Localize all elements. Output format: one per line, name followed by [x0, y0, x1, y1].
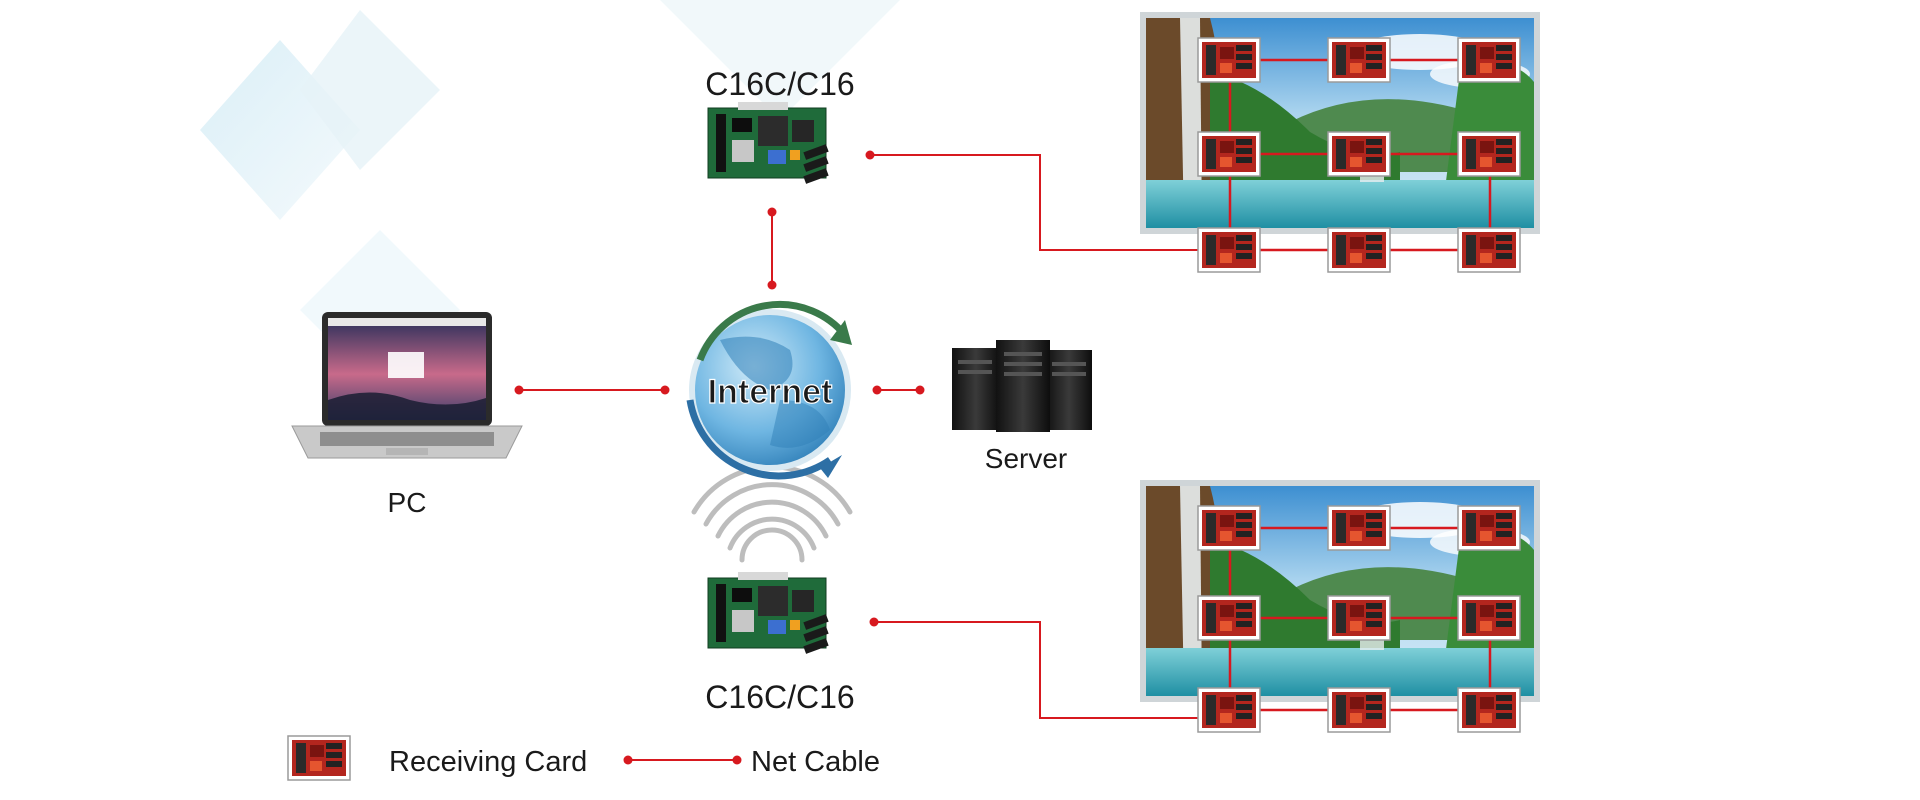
wifi-signal-icon	[691, 464, 853, 563]
legend-receiving-card-icon	[287, 735, 351, 781]
receiving-card	[1457, 37, 1521, 83]
bg-decor	[300, 10, 440, 170]
legend-receiving-card-label: Receiving Card	[389, 746, 587, 778]
internet-label: Internet	[708, 373, 833, 411]
receiving-card	[1457, 131, 1521, 177]
controller-bottom-label: C16C/C16	[705, 679, 854, 715]
receiving-card	[1197, 595, 1261, 641]
receiving-card	[1327, 687, 1391, 733]
receiving-card	[1327, 227, 1391, 273]
internet-globe-icon	[686, 300, 852, 480]
screen-top-receiving-cards	[1197, 37, 1521, 273]
controller-top-label: C16C/C16	[705, 66, 854, 102]
controller-board-bottom	[707, 571, 830, 655]
pc-label: PC	[388, 487, 427, 518]
receiving-card	[1457, 687, 1521, 733]
receiving-card	[1327, 505, 1391, 551]
receiving-card	[1457, 595, 1521, 641]
receiving-card	[1327, 37, 1391, 83]
receiving-card	[1197, 227, 1261, 273]
server-label: Server	[985, 443, 1067, 474]
receiving-card	[1327, 595, 1391, 641]
legend-net-cable-label: Net Cable	[751, 746, 880, 778]
receiving-card	[1457, 227, 1521, 273]
cable-controller-bottom-to-screen-bottom	[874, 621, 1230, 719]
screen-bottom-receiving-cards	[1197, 505, 1521, 733]
net-cables	[519, 154, 1230, 761]
receiving-card	[1197, 131, 1261, 177]
cable-controller-top-to-screen-top	[870, 154, 1230, 251]
receiving-card	[1197, 687, 1261, 733]
receiving-card	[1197, 37, 1261, 83]
receiving-card	[1457, 505, 1521, 551]
receiving-card	[1327, 131, 1391, 177]
server-icon	[952, 340, 1092, 432]
controller-board-top	[707, 101, 830, 185]
receiving-card	[1197, 505, 1261, 551]
cable-dots	[514, 150, 925, 765]
bg-decor	[660, 0, 900, 120]
pc-laptop-icon	[291, 312, 523, 459]
